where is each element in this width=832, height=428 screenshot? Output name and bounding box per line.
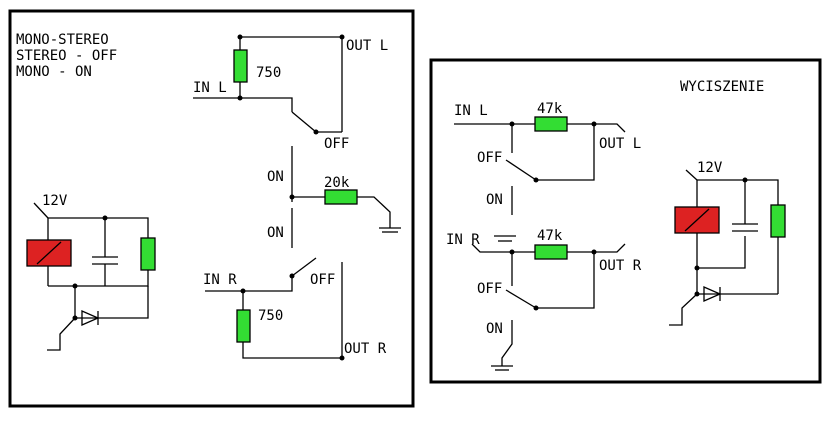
right-supply-arrow xyxy=(685,169,698,181)
right-off-top-label: OFF xyxy=(477,150,502,166)
right-channel-top: IN L 47k OUT L OFF ON xyxy=(454,101,641,215)
out-l-label: OUT L xyxy=(346,38,388,54)
left-diode xyxy=(81,310,100,326)
right-switch-top-blade xyxy=(505,159,537,181)
right-channel-bottom: IN R 47k OUT R OFF ON xyxy=(446,228,642,371)
right-relay-resistor xyxy=(770,204,786,238)
note-line-2: STEREO - OFF xyxy=(16,48,117,64)
right-out-r-label: OUT R xyxy=(599,258,642,274)
resistor-750-bottom xyxy=(236,309,251,343)
out-r-wire xyxy=(242,342,342,359)
left-relay-circuit: 12V xyxy=(26,193,156,351)
right-mid-ground xyxy=(494,235,516,242)
left-panel-frame xyxy=(8,9,415,408)
right-on-bottom-contact xyxy=(501,320,513,366)
right-on-top-label: ON xyxy=(486,192,503,208)
left-supply-label: 12V xyxy=(42,193,68,209)
resistor-750-top xyxy=(233,49,248,83)
left-channel-bottom: IN R OFF 750 OUT R xyxy=(203,257,387,361)
switch-top-blade xyxy=(291,111,317,133)
in-r-label: IN R xyxy=(203,272,237,288)
resistor-20k xyxy=(324,189,358,205)
right-in-l-label: IN L xyxy=(454,103,488,119)
right-supply-label: 12V xyxy=(697,160,723,176)
left-supply-arrow xyxy=(33,202,49,219)
out-r-label: OUT R xyxy=(344,341,387,357)
note-line-3: MONO - ON xyxy=(16,64,92,80)
r20k-label: 20k xyxy=(324,175,350,191)
r750-top-label: 750 xyxy=(256,65,281,81)
right-switch-bottom-blade xyxy=(505,289,537,309)
out-l-wire xyxy=(240,36,343,132)
right-in-r-label: IN R xyxy=(446,232,480,248)
left-relay-resistor xyxy=(140,237,156,271)
left-mono-switch: ON ON 20k xyxy=(267,146,401,248)
r47k-top-label: 47k xyxy=(537,101,563,117)
right-panel-title: WYCISZENIE xyxy=(680,79,764,95)
off-top-label: OFF xyxy=(324,136,349,152)
right-relay-circuit: 12V xyxy=(669,160,786,326)
note-line-1: MONO-STEREO xyxy=(16,32,109,48)
right-on-bottom-label: ON xyxy=(486,321,503,337)
switch-bottom-blade xyxy=(291,257,317,277)
ground-wire xyxy=(357,196,391,228)
r750-bottom-label: 750 xyxy=(258,308,283,324)
on-bottom-label: ON xyxy=(267,225,284,241)
resistor-47k-bottom xyxy=(534,244,568,260)
left-channel-top: 750 IN L OUT L OFF xyxy=(193,34,388,152)
in-l-label: IN L xyxy=(193,80,227,96)
right-diode xyxy=(703,286,722,302)
right-out-l-label: OUT L xyxy=(599,136,641,152)
resistor-47k-top xyxy=(534,116,568,132)
r47k-bottom-label: 47k xyxy=(537,228,563,244)
on-top-label: ON xyxy=(267,169,284,185)
right-off-bottom-label: OFF xyxy=(477,281,502,297)
right-panel-frame xyxy=(429,58,822,384)
in-r-wire xyxy=(205,276,293,292)
right-transistor-ground xyxy=(669,293,698,326)
in-l-wire xyxy=(193,97,293,112)
left-transistor-ground xyxy=(47,317,76,351)
off-bottom-label: OFF xyxy=(310,272,335,288)
left-supply-rail xyxy=(48,217,149,238)
